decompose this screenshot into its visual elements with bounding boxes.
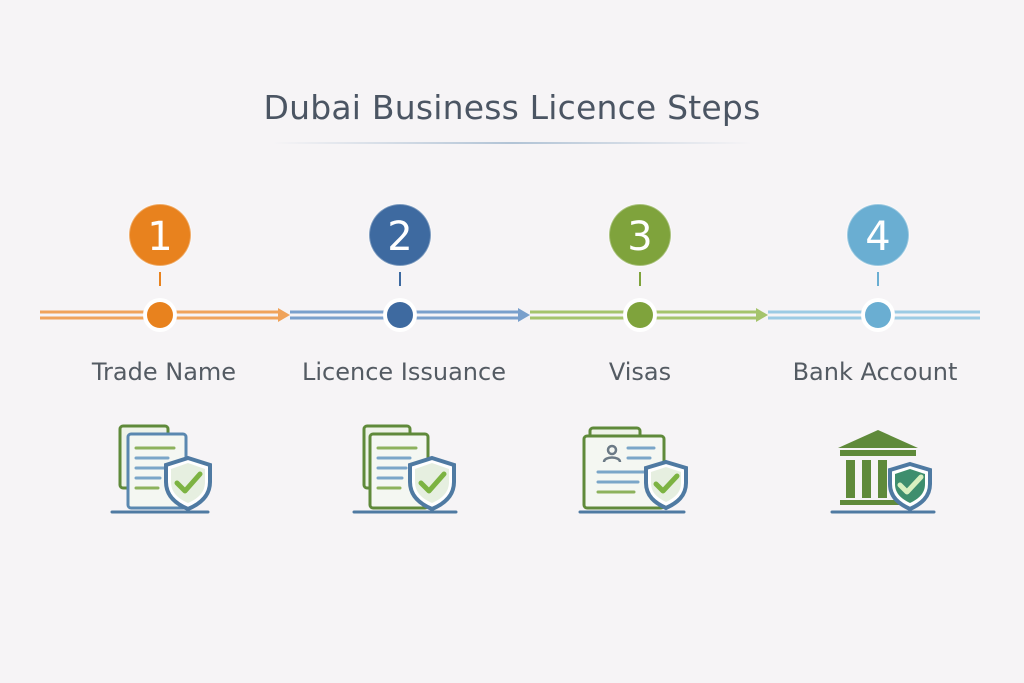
step-2-number-badge: 2 <box>368 203 432 267</box>
title-divider <box>272 142 752 144</box>
step-2-label: Licence Issuance <box>302 358 506 386</box>
step-1: 1 <box>128 203 192 332</box>
step-1-track-node <box>143 298 177 332</box>
step-2-number: 2 <box>387 214 412 260</box>
id-document-shield-check-icon <box>578 426 688 514</box>
step-4-number-badge: 4 <box>846 203 910 267</box>
step-1-label: Trade Name <box>91 358 237 386</box>
page-title: Dubai Business Licence Steps <box>263 88 761 127</box>
step-4-number: 4 <box>865 214 890 260</box>
step-2-track-node <box>383 298 417 332</box>
bank-shield-check-icon <box>830 430 936 514</box>
step-1-number-badge: 1 <box>128 203 192 267</box>
step-2: 2 <box>368 203 432 332</box>
step-4-track-node <box>861 298 895 332</box>
step-3-label: Visas <box>608 358 672 386</box>
step-3-number: 3 <box>627 214 652 260</box>
step-3-track-node <box>623 298 657 332</box>
step-3: 3 <box>608 203 672 332</box>
step-3-number-badge: 3 <box>608 203 672 267</box>
timeline-track <box>40 308 980 322</box>
step-4: 4 <box>846 203 910 332</box>
step-1-number: 1 <box>147 214 172 260</box>
step-4-label: Bank Account <box>792 358 958 386</box>
document-shield-check-icon <box>110 424 212 514</box>
document-shield-check-icon <box>352 424 458 514</box>
